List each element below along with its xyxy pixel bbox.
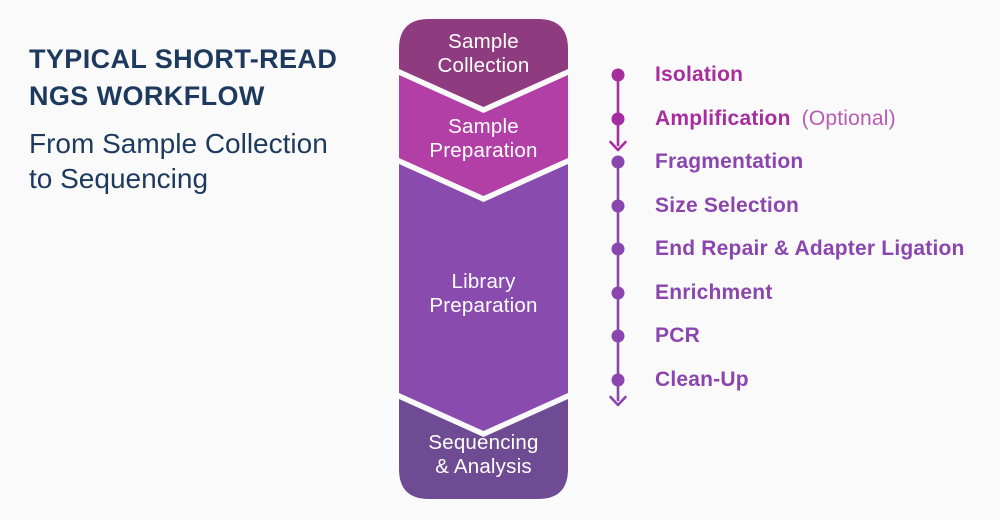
- step-item-enrichment: Enrichment: [655, 280, 773, 306]
- page-title: TYPICAL SHORT-READ NGS WORKFLOW: [29, 44, 338, 111]
- connector-bullets-sample-prep: [611, 68, 625, 126]
- step-label: Isolation: [655, 63, 744, 86]
- stage-label-library-preparation: Library Preparation: [429, 270, 538, 317]
- stage-label-sample-preparation: Sample Preparation: [429, 115, 538, 162]
- arrow-down-icon: [609, 395, 627, 407]
- step-item-size-selection: Size Selection: [655, 193, 799, 219]
- stage-shape-sequencing-analysis: [399, 399, 568, 499]
- stage-shape-sample-preparation: [399, 75, 568, 196]
- step-bullet-icon: [611, 286, 625, 300]
- step-item-clean-up: Clean-Up: [655, 367, 749, 393]
- step-label: Enrichment: [655, 281, 773, 304]
- step-label: Fragmentation: [655, 150, 804, 173]
- header: TYPICAL SHORT-READ NGS WORKFLOW From Sam…: [29, 41, 337, 196]
- stage-label-sample-collection: Sample Collection: [437, 30, 530, 77]
- page-subtitle: From Sample Collection to Sequencing: [29, 128, 328, 194]
- step-bullet-icon: [611, 242, 625, 256]
- step-label: PCR: [655, 324, 700, 347]
- step-bullet-icon: [611, 199, 625, 213]
- connector-group-library-prep: [609, 160, 627, 407]
- step-label: End Repair & Adapter Ligation: [655, 237, 965, 260]
- step-label: Size Selection: [655, 194, 800, 217]
- connector-bullets-library-prep: [611, 155, 625, 387]
- stage-label-sequencing-analysis: Sequencing & Analysis: [428, 431, 539, 478]
- connector-group-sample-prep: [609, 73, 627, 152]
- step-item-fragmentation: Fragmentation: [655, 149, 803, 175]
- step-bullet-icon: [611, 112, 625, 126]
- step-bullet-icon: [611, 373, 625, 387]
- step-item-amplification: Amplification (Optional): [655, 106, 896, 132]
- step-label-optional-note: (Optional): [801, 107, 896, 130]
- step-item-pcr: PCR: [655, 323, 700, 349]
- steps-connector: [609, 68, 627, 407]
- step-item-end-repair-adapter-ligation: End Repair & Adapter Ligation: [655, 236, 965, 262]
- step-label: Clean-Up: [655, 368, 749, 391]
- step-label: Amplification: [655, 107, 791, 130]
- step-item-isolation: Isolation: [655, 62, 743, 88]
- stage-shape-library-preparation: [399, 164, 568, 431]
- step-bullet-icon: [611, 329, 625, 343]
- step-bullet-icon: [611, 155, 625, 169]
- step-bullet-icon: [611, 68, 625, 82]
- workflow-chevron-diagram: [399, 19, 568, 499]
- stage-shape-sample-collection: [399, 19, 568, 107]
- arrow-down-icon: [609, 140, 627, 152]
